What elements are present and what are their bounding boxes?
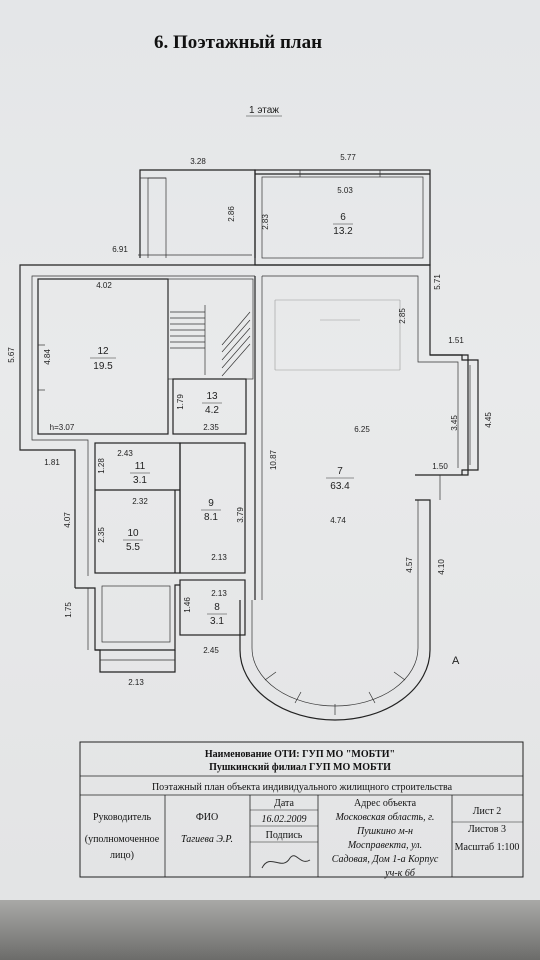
dimension-label: 1.79 xyxy=(176,394,185,410)
dimension-label: 2.13 xyxy=(211,589,227,598)
date-value: 16.02.2009 xyxy=(262,814,307,825)
dimension-label: 6.91 xyxy=(112,245,128,254)
address-line: Пушкино м-н xyxy=(356,826,413,837)
dimension-label: 1.28 xyxy=(97,458,106,474)
room-number: 8 xyxy=(214,602,220,613)
plan-title: Поэтажный план объекта индивидуального ж… xyxy=(152,782,453,793)
room-area: 3.1 xyxy=(133,475,147,486)
address-line: Московская область, г. xyxy=(335,812,435,823)
dimension-label: 5.03 xyxy=(337,186,353,195)
dimension-label: 2.43 xyxy=(117,449,133,458)
room-number: 7 xyxy=(337,466,343,477)
address-label: Адрес объекта xyxy=(354,798,417,809)
dimension-label: 10.87 xyxy=(269,449,278,470)
scale-label: Масштаб 1:100 xyxy=(455,842,520,853)
dimension-label: 2.35 xyxy=(203,423,219,432)
room-number: 9 xyxy=(208,498,214,509)
org-branch: Пушкинский филиал ГУП МО МОБТИ xyxy=(209,762,391,773)
role-label-2: (уполномоченное xyxy=(85,834,160,845)
title-block: Наименование ОТИ: ГУП МО "МОБТИ" Пушкинс… xyxy=(79,741,524,879)
dimension-label: 1.75 xyxy=(64,602,73,618)
dimension-label: 2.35 xyxy=(97,527,106,543)
dimension-label: 4.57 xyxy=(405,557,414,573)
room-number: 11 xyxy=(135,461,146,472)
org-name: Наименование ОТИ: ГУП МО "МОБТИ" xyxy=(205,749,395,760)
room-area: 8.1 xyxy=(204,512,218,523)
signature-scribble xyxy=(261,855,311,869)
room-number: 10 xyxy=(127,528,139,539)
dimension-label: 1.46 xyxy=(183,597,192,613)
room-label-8: 8 3.1 xyxy=(207,602,227,627)
fio-value: Тагиева Э.Р. xyxy=(181,834,233,845)
room-label-10: 10 5.5 xyxy=(123,528,143,553)
dimension-label: 5.67 xyxy=(7,347,16,363)
dimension-label: 2.83 xyxy=(261,214,270,230)
sheet-number: Лист 2 xyxy=(473,806,501,817)
dimension-label: 1.51 xyxy=(448,336,464,345)
dimension-label: 3.45 xyxy=(450,415,459,431)
room-area: 19.5 xyxy=(93,361,113,372)
dimension-label: 4.74 xyxy=(330,516,346,525)
room-label-9: 9 8.1 xyxy=(201,498,221,523)
corner-marker-a: A xyxy=(452,655,460,667)
signature-label: Подпись xyxy=(266,830,303,841)
room-area: 5.5 xyxy=(126,542,140,553)
room-label-13: 13 4.2 xyxy=(202,391,222,416)
dimension-label: 2.13 xyxy=(211,553,227,562)
dimension-label: 2.45 xyxy=(203,646,219,655)
room-number: 6 xyxy=(340,212,346,223)
dimension-label: 4.07 xyxy=(63,512,72,528)
room-number: 13 xyxy=(206,391,218,402)
address-line: Садовая, Дом 1-а Корпус xyxy=(332,854,439,865)
dimension-label: 2.85 xyxy=(398,308,407,324)
floor-label: 1 этаж xyxy=(249,105,279,116)
page-title: 6. Поэтажный план xyxy=(154,32,322,53)
outer-walls xyxy=(19,169,479,721)
room-label-6: 6 13.2 xyxy=(333,212,353,237)
dimension-label: 4.45 xyxy=(484,412,493,428)
address-line: уч-к 6б xyxy=(384,868,416,879)
address-line: Мосправекта, ул. xyxy=(347,840,422,851)
dimension-label: 1.50 xyxy=(432,462,448,471)
dimension-label: 4.02 xyxy=(96,281,112,290)
photo-background xyxy=(0,900,540,960)
dimension-label: h=3.07 xyxy=(50,423,75,432)
room-area: 3.1 xyxy=(210,616,224,627)
dimension-labels: 3.28 5.77 5.03 2.86 2.83 6.91 5.71 4.02 … xyxy=(7,153,493,687)
stair-treads xyxy=(170,305,251,377)
dimension-label: 4.84 xyxy=(43,349,52,365)
room-label-11: 11 3.1 xyxy=(130,461,150,486)
room-label-12: 12 19.5 xyxy=(90,346,116,372)
room-area: 13.2 xyxy=(333,226,353,237)
dimension-label: 2.86 xyxy=(227,206,236,222)
dimension-label: 6.25 xyxy=(354,425,370,434)
curved-window-marks xyxy=(264,671,406,715)
room-area: 63.4 xyxy=(330,481,350,492)
role-label: Руководитель xyxy=(93,812,152,823)
role-label-3: лицо) xyxy=(110,850,134,861)
floor-plan-drawing: 6. Поэтажный план 1 этаж xyxy=(7,32,524,879)
room-number: 12 xyxy=(97,346,109,357)
date-label: Дата xyxy=(274,798,294,809)
fio-label: ФИО xyxy=(196,812,218,823)
dimension-label: 3.79 xyxy=(236,507,245,523)
dimension-label: 3.28 xyxy=(190,157,206,166)
dimension-label: 4.10 xyxy=(437,559,446,575)
dimension-label: 5.71 xyxy=(433,274,442,290)
room-label-7: 7 63.4 xyxy=(326,466,354,492)
sheet-count: Листов 3 xyxy=(468,824,506,835)
dimension-label: 5.77 xyxy=(340,153,356,162)
dimension-label: 2.32 xyxy=(132,497,148,506)
dimension-label: 1.81 xyxy=(44,458,60,467)
room-area: 4.2 xyxy=(205,405,219,416)
dimension-label: 2.13 xyxy=(128,678,144,687)
